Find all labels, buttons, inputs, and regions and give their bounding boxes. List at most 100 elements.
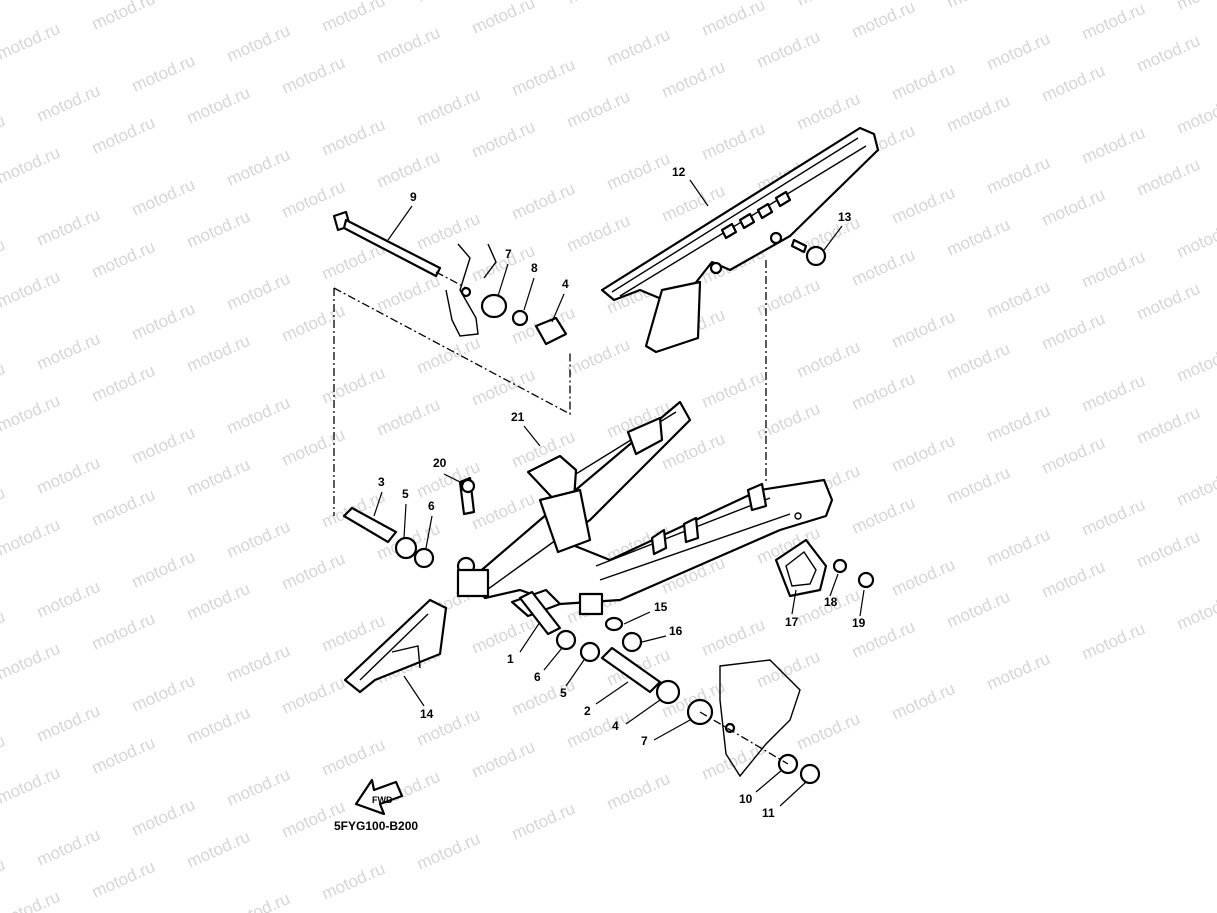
watermark-text: motod.ru	[184, 703, 253, 748]
callout-16: 16	[669, 624, 683, 638]
watermark-text: motod.ru	[0, 887, 63, 913]
watermark-text: motod.ru	[0, 483, 8, 528]
watermark-text: motod.ru	[129, 795, 198, 840]
watermark-text: motod.ru	[509, 675, 578, 720]
watermark-text: motod.ru	[889, 555, 958, 600]
callout-leader-8	[523, 277, 535, 311]
watermark-text: motod.ru	[849, 245, 918, 290]
watermark-text: motod.ru	[944, 339, 1013, 384]
watermark-text: motod.ru	[754, 275, 823, 320]
callout-leader-12	[689, 179, 709, 207]
watermark-text: motod.ru	[509, 179, 578, 224]
watermark-text: motod.ru	[89, 361, 158, 406]
watermark-text: motod.ru	[1039, 433, 1108, 478]
watermark-text: motod.ru	[34, 81, 103, 126]
callout-1: 1	[507, 652, 514, 666]
watermark-text: motod.ru	[279, 425, 348, 470]
callout-5b: 5	[560, 686, 567, 700]
watermark-text: motod.ru	[984, 29, 1053, 74]
callout-leader-13	[823, 225, 843, 251]
callout-leader-17	[791, 589, 797, 615]
watermark-text: motod.ru	[1174, 341, 1217, 386]
watermark-text: motod.ru	[0, 19, 63, 64]
watermark-text: motod.ru	[1039, 61, 1108, 106]
watermark-text: motod.ru	[1134, 279, 1203, 324]
callout-5a: 5	[402, 487, 409, 501]
watermark-text: motod.ru	[944, 587, 1013, 632]
watermark-text: motod.ru	[414, 829, 483, 874]
callout-leader-5b	[565, 659, 585, 687]
watermark-text: motod.ru	[0, 639, 63, 684]
watermark-text: motod.ru	[34, 577, 103, 622]
watermark-text: motod.ru	[509, 55, 578, 100]
watermark-text: motod.ru	[604, 25, 673, 70]
callout-leader-1	[519, 621, 541, 653]
watermark-text: motod.ru	[794, 709, 863, 754]
watermark-text: motod.ru	[469, 365, 538, 410]
swingarm	[456, 400, 834, 618]
watermark-text: motod.ru	[0, 235, 8, 280]
callout-leader-11	[779, 781, 807, 807]
watermark-text: motod.ru	[794, 89, 863, 134]
watermark-text: motod.ru	[414, 85, 483, 130]
watermark-text: motod.ru	[564, 707, 633, 752]
watermark-text: motod.ru	[1079, 619, 1148, 664]
watermark-text: motod.ru	[699, 615, 768, 660]
watermark-text: motod.ru	[184, 331, 253, 376]
watermark-text: motod.ru	[1174, 0, 1217, 14]
watermark-text: motod.ru	[1134, 155, 1203, 200]
brace-plate	[774, 538, 828, 598]
callout-14: 14	[420, 707, 434, 721]
callout-leader-9	[387, 205, 413, 241]
callout-4b: 4	[612, 719, 619, 733]
callout-10: 10	[739, 792, 753, 806]
lower-hardware	[518, 590, 821, 785]
callout-2: 2	[584, 704, 591, 718]
watermark-text: motod.ru	[374, 271, 443, 316]
callout-13: 13	[838, 210, 852, 224]
watermark-text: motod.ru	[224, 21, 293, 66]
watermark-text: motod.ru	[564, 0, 633, 8]
pivot-shaft	[332, 210, 442, 278]
watermark-text: motod.ru	[754, 27, 823, 72]
watermark-text: motod.ru	[89, 609, 158, 654]
watermark-text: motod.ru	[0, 731, 8, 776]
watermark-text: motod.ru	[89, 237, 158, 282]
watermark-text: motod.ru	[984, 525, 1053, 570]
watermark-text: motod.ru	[889, 307, 958, 352]
callout-leader-6b	[543, 647, 563, 671]
watermark-text: motod.ru	[469, 489, 538, 534]
watermark-text: motod.ru	[0, 855, 8, 900]
watermark-text: motod.ru	[944, 215, 1013, 260]
callout-17: 17	[785, 615, 799, 629]
chain-guard	[600, 126, 880, 354]
watermark-text: motod.ru	[129, 175, 198, 220]
chain-slider	[343, 598, 448, 694]
watermark-text: motod.ru	[754, 399, 823, 444]
upper-hardware	[480, 293, 568, 346]
callout-leader-15	[623, 611, 651, 625]
callout-3: 3	[378, 475, 385, 489]
callout-6a: 6	[428, 499, 435, 513]
watermark-text: motod.ru	[849, 493, 918, 538]
callout-9: 9	[410, 190, 417, 204]
watermark-text: motod.ru	[564, 87, 633, 132]
watermark-text: motod.ru	[184, 207, 253, 252]
callout-leader-2	[595, 681, 629, 705]
watermark-text: motod.ru	[699, 0, 768, 40]
callout-12: 12	[672, 165, 686, 179]
watermark-text: motod.ru	[89, 733, 158, 778]
watermark-text: motod.ru	[0, 267, 63, 312]
watermark-text: motod.ru	[1039, 557, 1108, 602]
watermark-text: motod.ru	[319, 735, 388, 780]
watermark-text: motod.ru	[1174, 589, 1217, 634]
callout-leader-4b	[625, 699, 661, 725]
callout-11: 11	[762, 806, 775, 820]
watermark-text: motod.ru	[889, 431, 958, 476]
frame-fragment-lower	[719, 659, 801, 778]
diagram-code: 5FYG100-B200	[334, 819, 419, 833]
watermark-text: motod.ru	[509, 799, 578, 844]
fwd-label: FWD	[372, 795, 393, 805]
